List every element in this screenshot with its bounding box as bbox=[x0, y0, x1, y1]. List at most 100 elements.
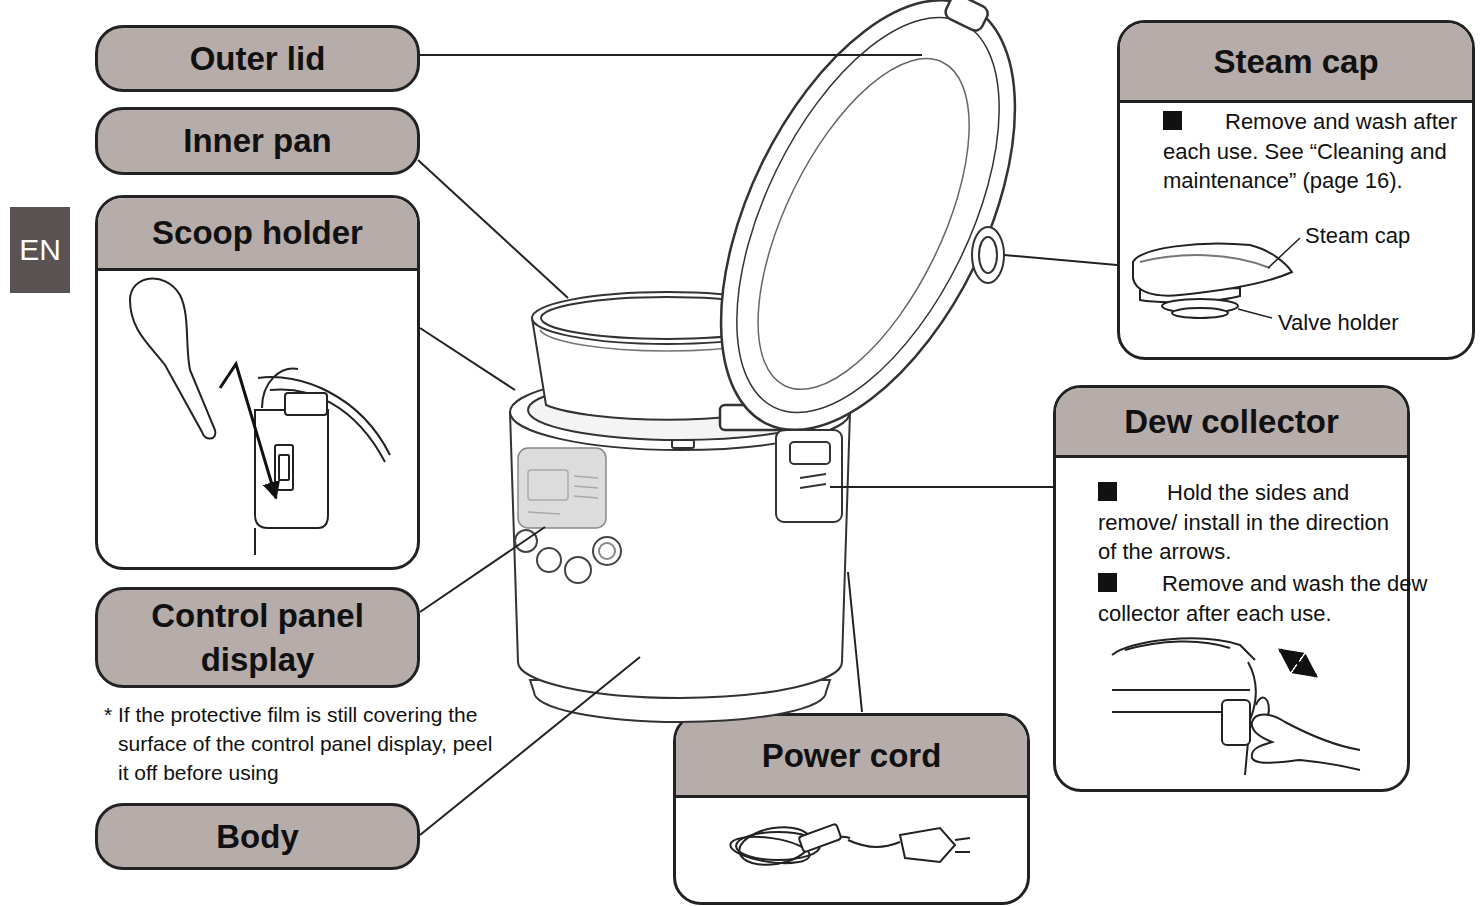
control-button bbox=[537, 548, 561, 572]
scoop-holder-illustration bbox=[130, 279, 215, 439]
cooker-body bbox=[510, 412, 850, 698]
bullet-square bbox=[1163, 111, 1182, 130]
power-cord-illustration bbox=[736, 832, 820, 860]
part-label: Inner pan bbox=[95, 107, 420, 175]
steam-cap-illustration bbox=[1133, 244, 1292, 296]
leader-line bbox=[418, 160, 568, 298]
dew-collector-illustration bbox=[1256, 698, 1269, 716]
lid-steam-cap bbox=[972, 227, 1004, 283]
scoop-holder-illustration bbox=[255, 410, 328, 528]
callout-heading: Scoop holder bbox=[152, 214, 363, 252]
text-block: Valve holder bbox=[1278, 308, 1468, 338]
dew-collector-illustration bbox=[1252, 715, 1360, 771]
outer-lid bbox=[660, 0, 1078, 475]
leader-line bbox=[830, 486, 1053, 488]
outer-lid bbox=[943, 0, 990, 33]
cooker-body bbox=[672, 440, 694, 448]
callout-card: Steam capRemove and wash after each use.… bbox=[1117, 20, 1475, 360]
outer-lid bbox=[683, 0, 1054, 452]
steam-cap-illustration bbox=[1172, 308, 1228, 318]
scoop-holder-illustration bbox=[130, 279, 390, 555]
power-cord-illustration bbox=[798, 824, 841, 853]
part-name: Outer lid bbox=[190, 37, 326, 81]
cooker-body bbox=[510, 374, 850, 722]
cooker-body bbox=[530, 680, 830, 722]
leader-line bbox=[420, 328, 515, 390]
inner-pan bbox=[532, 292, 802, 420]
dew-collector-illustration bbox=[1112, 690, 1250, 712]
inner-pan bbox=[532, 292, 802, 344]
control-button bbox=[593, 537, 621, 565]
power-cord-illustration bbox=[729, 833, 812, 868]
outer-lid bbox=[660, 0, 1076, 475]
instruction-text: Remove and wash the dew collector after … bbox=[1098, 571, 1427, 626]
heading-band: Power cord bbox=[676, 716, 1027, 798]
part-name: Steam cap bbox=[1305, 223, 1410, 248]
leader-line bbox=[420, 54, 922, 56]
text-block: Remove and wash the dew collector after … bbox=[1098, 569, 1478, 628]
control-panel bbox=[518, 448, 606, 528]
outer-lid bbox=[660, 0, 1078, 475]
part-name: Valve holder bbox=[1278, 310, 1399, 335]
text-block: Remove and wash after each use. See “Cle… bbox=[1163, 107, 1484, 196]
dew-collector-part bbox=[776, 430, 842, 522]
scoop-holder-illustration bbox=[258, 377, 390, 455]
leader-line bbox=[418, 55, 1117, 835]
dew-collector-illustration bbox=[1245, 662, 1256, 775]
dew-collector-part bbox=[790, 442, 830, 464]
instruction-text: Remove and wash after each use. See “Cle… bbox=[1163, 109, 1457, 193]
part-name: Control panel display bbox=[106, 594, 409, 682]
part-name: Body bbox=[216, 815, 299, 859]
inner-pan bbox=[541, 297, 793, 339]
scoop-holder-illustration bbox=[279, 455, 289, 480]
leader-line bbox=[420, 527, 545, 612]
leader-line bbox=[420, 657, 640, 835]
outer-lid bbox=[720, 405, 790, 430]
cooker-body bbox=[510, 374, 850, 450]
inner-pan bbox=[532, 318, 802, 420]
callout-heading: Steam cap bbox=[1213, 43, 1378, 81]
control-button bbox=[515, 530, 621, 583]
leader-line bbox=[1004, 255, 1117, 265]
outer-lid bbox=[715, 28, 1013, 420]
text-block: Steam cap bbox=[1305, 221, 1475, 251]
heading-band: Steam cap bbox=[1120, 23, 1472, 103]
callout-heading: Power cord bbox=[762, 737, 942, 775]
dew-collector-illustration bbox=[1222, 700, 1250, 745]
language-code: EN bbox=[19, 233, 61, 267]
cooker-body bbox=[528, 380, 832, 440]
steam-cap-illustration bbox=[1140, 288, 1240, 302]
power-cord-illustration bbox=[900, 828, 955, 862]
lid-steam-cap bbox=[972, 227, 1004, 283]
part-label: Control panel display bbox=[95, 587, 420, 688]
power-cord-illustration bbox=[815, 837, 850, 842]
steam-cap-illustration bbox=[1162, 299, 1238, 313]
control-button bbox=[565, 557, 591, 583]
scoop-holder-illustration bbox=[254, 528, 256, 555]
dew-collector-part bbox=[776, 430, 842, 522]
power-cord-illustration bbox=[736, 822, 813, 870]
lid-steam-cap bbox=[979, 237, 997, 273]
bullet-square bbox=[1098, 482, 1117, 501]
scoop-holder-illustration bbox=[220, 364, 276, 498]
heading-band: Dew collector bbox=[1056, 388, 1407, 458]
control-button bbox=[515, 530, 537, 552]
part-label: Body bbox=[95, 803, 420, 870]
steam-cap-illustration bbox=[1133, 238, 1300, 318]
part-label: Outer lid bbox=[95, 25, 420, 92]
dew-collector-part bbox=[800, 474, 826, 488]
heading-band: Scoop holder bbox=[98, 198, 417, 271]
dew-collector-illustration bbox=[1280, 650, 1316, 676]
callout-card: Dew collectorHold the sides and remove/ … bbox=[1053, 385, 1410, 792]
steam-cap-illustration bbox=[1238, 238, 1300, 318]
text-block: Hold the sides and remove/ install in th… bbox=[1098, 478, 1413, 567]
scoop-holder-illustration bbox=[285, 393, 327, 415]
power-cord-illustration bbox=[955, 838, 970, 852]
dew-collector-illustration bbox=[1112, 638, 1255, 660]
language-tab: EN bbox=[10, 207, 70, 293]
callout-card: Scoop holder bbox=[95, 195, 420, 570]
part-name: Inner pan bbox=[183, 119, 332, 163]
control-button bbox=[599, 543, 615, 559]
scoop-holder-illustration bbox=[262, 369, 298, 408]
